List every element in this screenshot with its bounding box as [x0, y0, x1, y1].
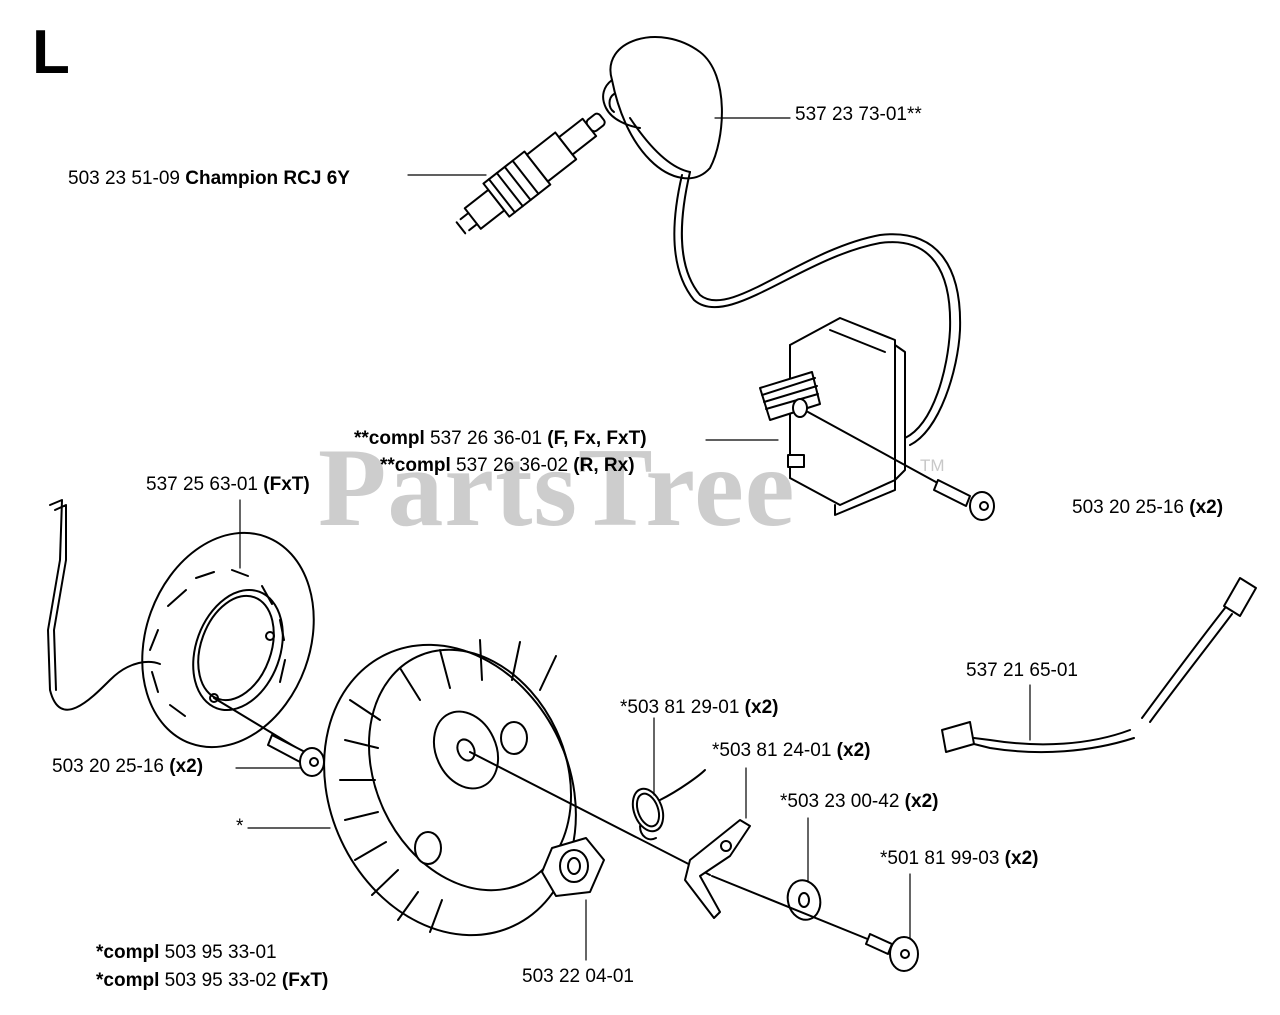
part-label-spring: *503 81 29-01 (x2) — [620, 697, 779, 718]
part-label-flywheel: * — [236, 816, 244, 837]
part-label-heater-ring: 537 25 63-01 (FxT) — [146, 474, 310, 495]
pawl-screw-drawing — [865, 933, 919, 972]
spark-plug-drawing — [455, 112, 606, 235]
part-label-spark-plug: 503 23 51-09 Champion RCJ 6Y — [68, 168, 350, 189]
ht-lead — [680, 171, 962, 446]
ignition-module-drawing — [759, 317, 946, 516]
module-screw-drawing — [933, 479, 995, 521]
spring-drawing — [631, 769, 706, 841]
section-letter: L — [32, 18, 70, 87]
part-label-screw-right: 503 20 25-16 (x2) — [1072, 497, 1224, 518]
heater-screw-drawing — [213, 697, 325, 777]
washer-drawing — [711, 875, 871, 941]
part-label-flywheel-compl-a: *compl 503 95 33-01 — [96, 942, 277, 963]
ignition-cap-drawing — [602, 36, 723, 180]
cable-drawing — [941, 577, 1257, 754]
nut-drawing — [541, 837, 605, 897]
part-label-cable: 537 21 65-01 — [966, 660, 1078, 681]
watermark: PartsTree — [318, 426, 796, 550]
part-label-flywheel-compl-b: *compl 503 95 33-02 (FxT) — [96, 970, 329, 991]
leader-lines — [235, 117, 1031, 961]
flywheel-drawing — [323, 639, 711, 937]
part-label-ignition-module-b: **compl 537 26 36-02 (R, Rx) — [380, 455, 635, 476]
part-label-screw-left: 503 20 25-16 (x2) — [52, 756, 204, 777]
part-label-pawl-screw: *501 81 99-03 (x2) — [880, 848, 1039, 869]
part-label-washer: *503 23 00-42 (x2) — [780, 791, 939, 812]
part-label-pawl: *503 81 24-01 (x2) — [712, 740, 871, 761]
part-label-nut: 503 22 04-01 — [522, 966, 634, 987]
part-label-ignition-cap: 537 23 73-01** — [795, 104, 922, 125]
pawl-drawing — [684, 819, 751, 919]
heater-ring-drawing — [141, 531, 315, 749]
heater-wire — [47, 499, 161, 711]
part-label-ignition-module-a: **compl 537 26 36-01 (F, Fx, FxT) — [354, 428, 647, 449]
watermark-trademark: TM — [920, 456, 945, 475]
